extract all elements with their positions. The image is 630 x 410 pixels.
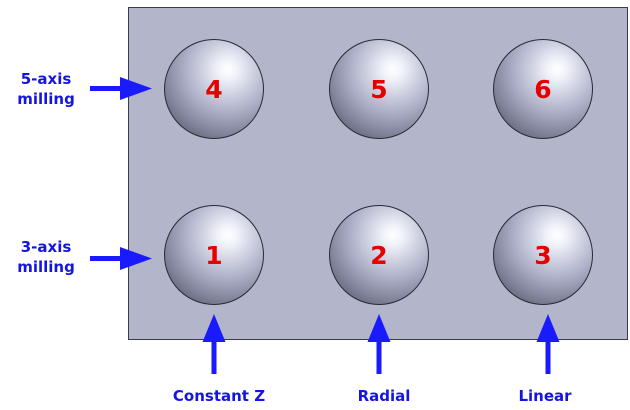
sphere-6: 6 [493, 39, 593, 139]
row-label-line1: 5-axis [20, 70, 72, 88]
sphere-number: 4 [205, 74, 223, 104]
row-label-line1: 3-axis [20, 238, 72, 256]
row-label-line2: milling [17, 90, 75, 108]
arrow-up-linear [536, 314, 560, 374]
row-label-three-axis: 3-axis milling [6, 237, 86, 277]
sphere-4: 4 [164, 39, 264, 139]
sphere-number: 6 [534, 74, 552, 104]
sphere-number: 1 [205, 240, 223, 270]
sphere-1: 1 [164, 205, 264, 305]
sphere-number: 2 [370, 240, 388, 270]
column-label-constant-z: Constant Z [172, 387, 266, 405]
row-label-line2: milling [17, 258, 75, 276]
arrow-up-constant-z [202, 314, 226, 374]
sphere-2: 2 [329, 205, 429, 305]
arrow-right-five-axis [90, 77, 152, 100]
sphere-number: 3 [534, 240, 552, 270]
sphere-number: 5 [370, 74, 388, 104]
row-label-five-axis: 5-axis milling [6, 69, 86, 109]
sphere-3: 3 [493, 205, 593, 305]
arrow-up-radial [367, 314, 391, 374]
column-label-radial: Radial [357, 387, 411, 405]
sphere-5: 5 [329, 39, 429, 139]
column-label-linear: Linear [518, 387, 572, 405]
arrow-right-three-axis [90, 247, 152, 270]
